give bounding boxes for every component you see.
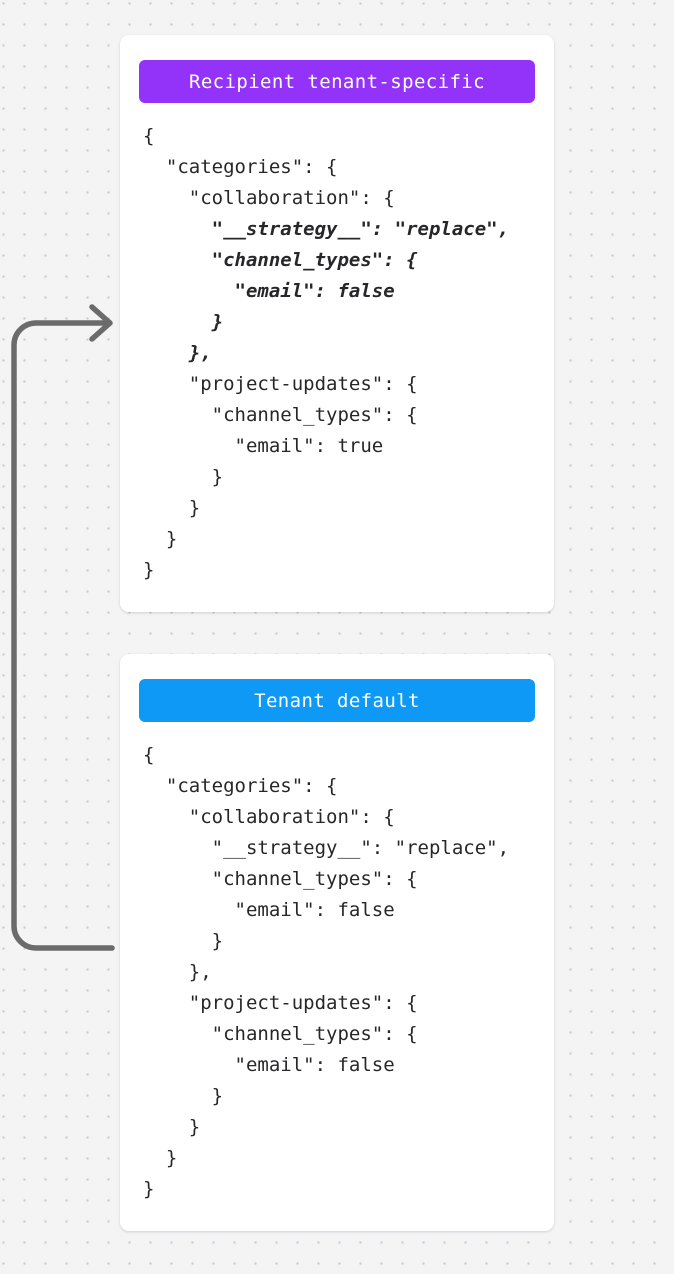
code-line: "email": false (143, 899, 395, 921)
code-line: } (143, 1116, 201, 1138)
card-stack: Recipient tenant-specific { "categories"… (120, 35, 554, 1231)
code-line: } (143, 1147, 178, 1169)
code-line: "channel_types": { (143, 1023, 418, 1045)
code-line: }, (143, 342, 212, 364)
code-line: } (143, 466, 224, 488)
code-line: "channel_types": { (143, 404, 418, 426)
code-line: }, (143, 961, 212, 983)
code-block-recipient-tenant-specific: { "categories": { "collaboration": { "__… (139, 121, 535, 590)
code-line: "email": false (143, 1054, 395, 1076)
code-line: { (143, 744, 155, 766)
code-line: "collaboration": { (143, 187, 395, 209)
code-line: "project-updates": { (143, 992, 418, 1014)
code-line: } (143, 528, 178, 550)
code-line: { (143, 125, 155, 147)
code-line: "__strategy__": "replace", (143, 218, 510, 240)
code-line: "project-updates": { (143, 373, 418, 395)
card-badge-recipient-tenant-specific: Recipient tenant-specific (139, 60, 535, 103)
code-block-tenant-default: { "categories": { "collaboration": { "__… (139, 740, 535, 1209)
code-line: "email": true (143, 435, 384, 457)
code-line: } (143, 559, 155, 581)
code-line: "categories": { (143, 775, 338, 797)
code-line: } (143, 1085, 224, 1107)
card-recipient-tenant-specific[interactable]: Recipient tenant-specific { "categories"… (120, 35, 554, 612)
card-badge-tenant-default: Tenant default (139, 679, 535, 722)
code-line: "email": false (143, 280, 395, 302)
code-line: } (143, 1178, 155, 1200)
code-line: "collaboration": { (143, 806, 395, 828)
code-line: "__strategy__": "replace", (143, 837, 510, 859)
code-line: "channel_types": { (143, 249, 418, 271)
code-line: "channel_types": { (143, 868, 418, 890)
code-line: } (143, 311, 224, 333)
card-tenant-default[interactable]: Tenant default { "categories": { "collab… (120, 654, 554, 1231)
code-line: } (143, 497, 201, 519)
code-line: "categories": { (143, 156, 338, 178)
code-line: } (143, 930, 224, 952)
